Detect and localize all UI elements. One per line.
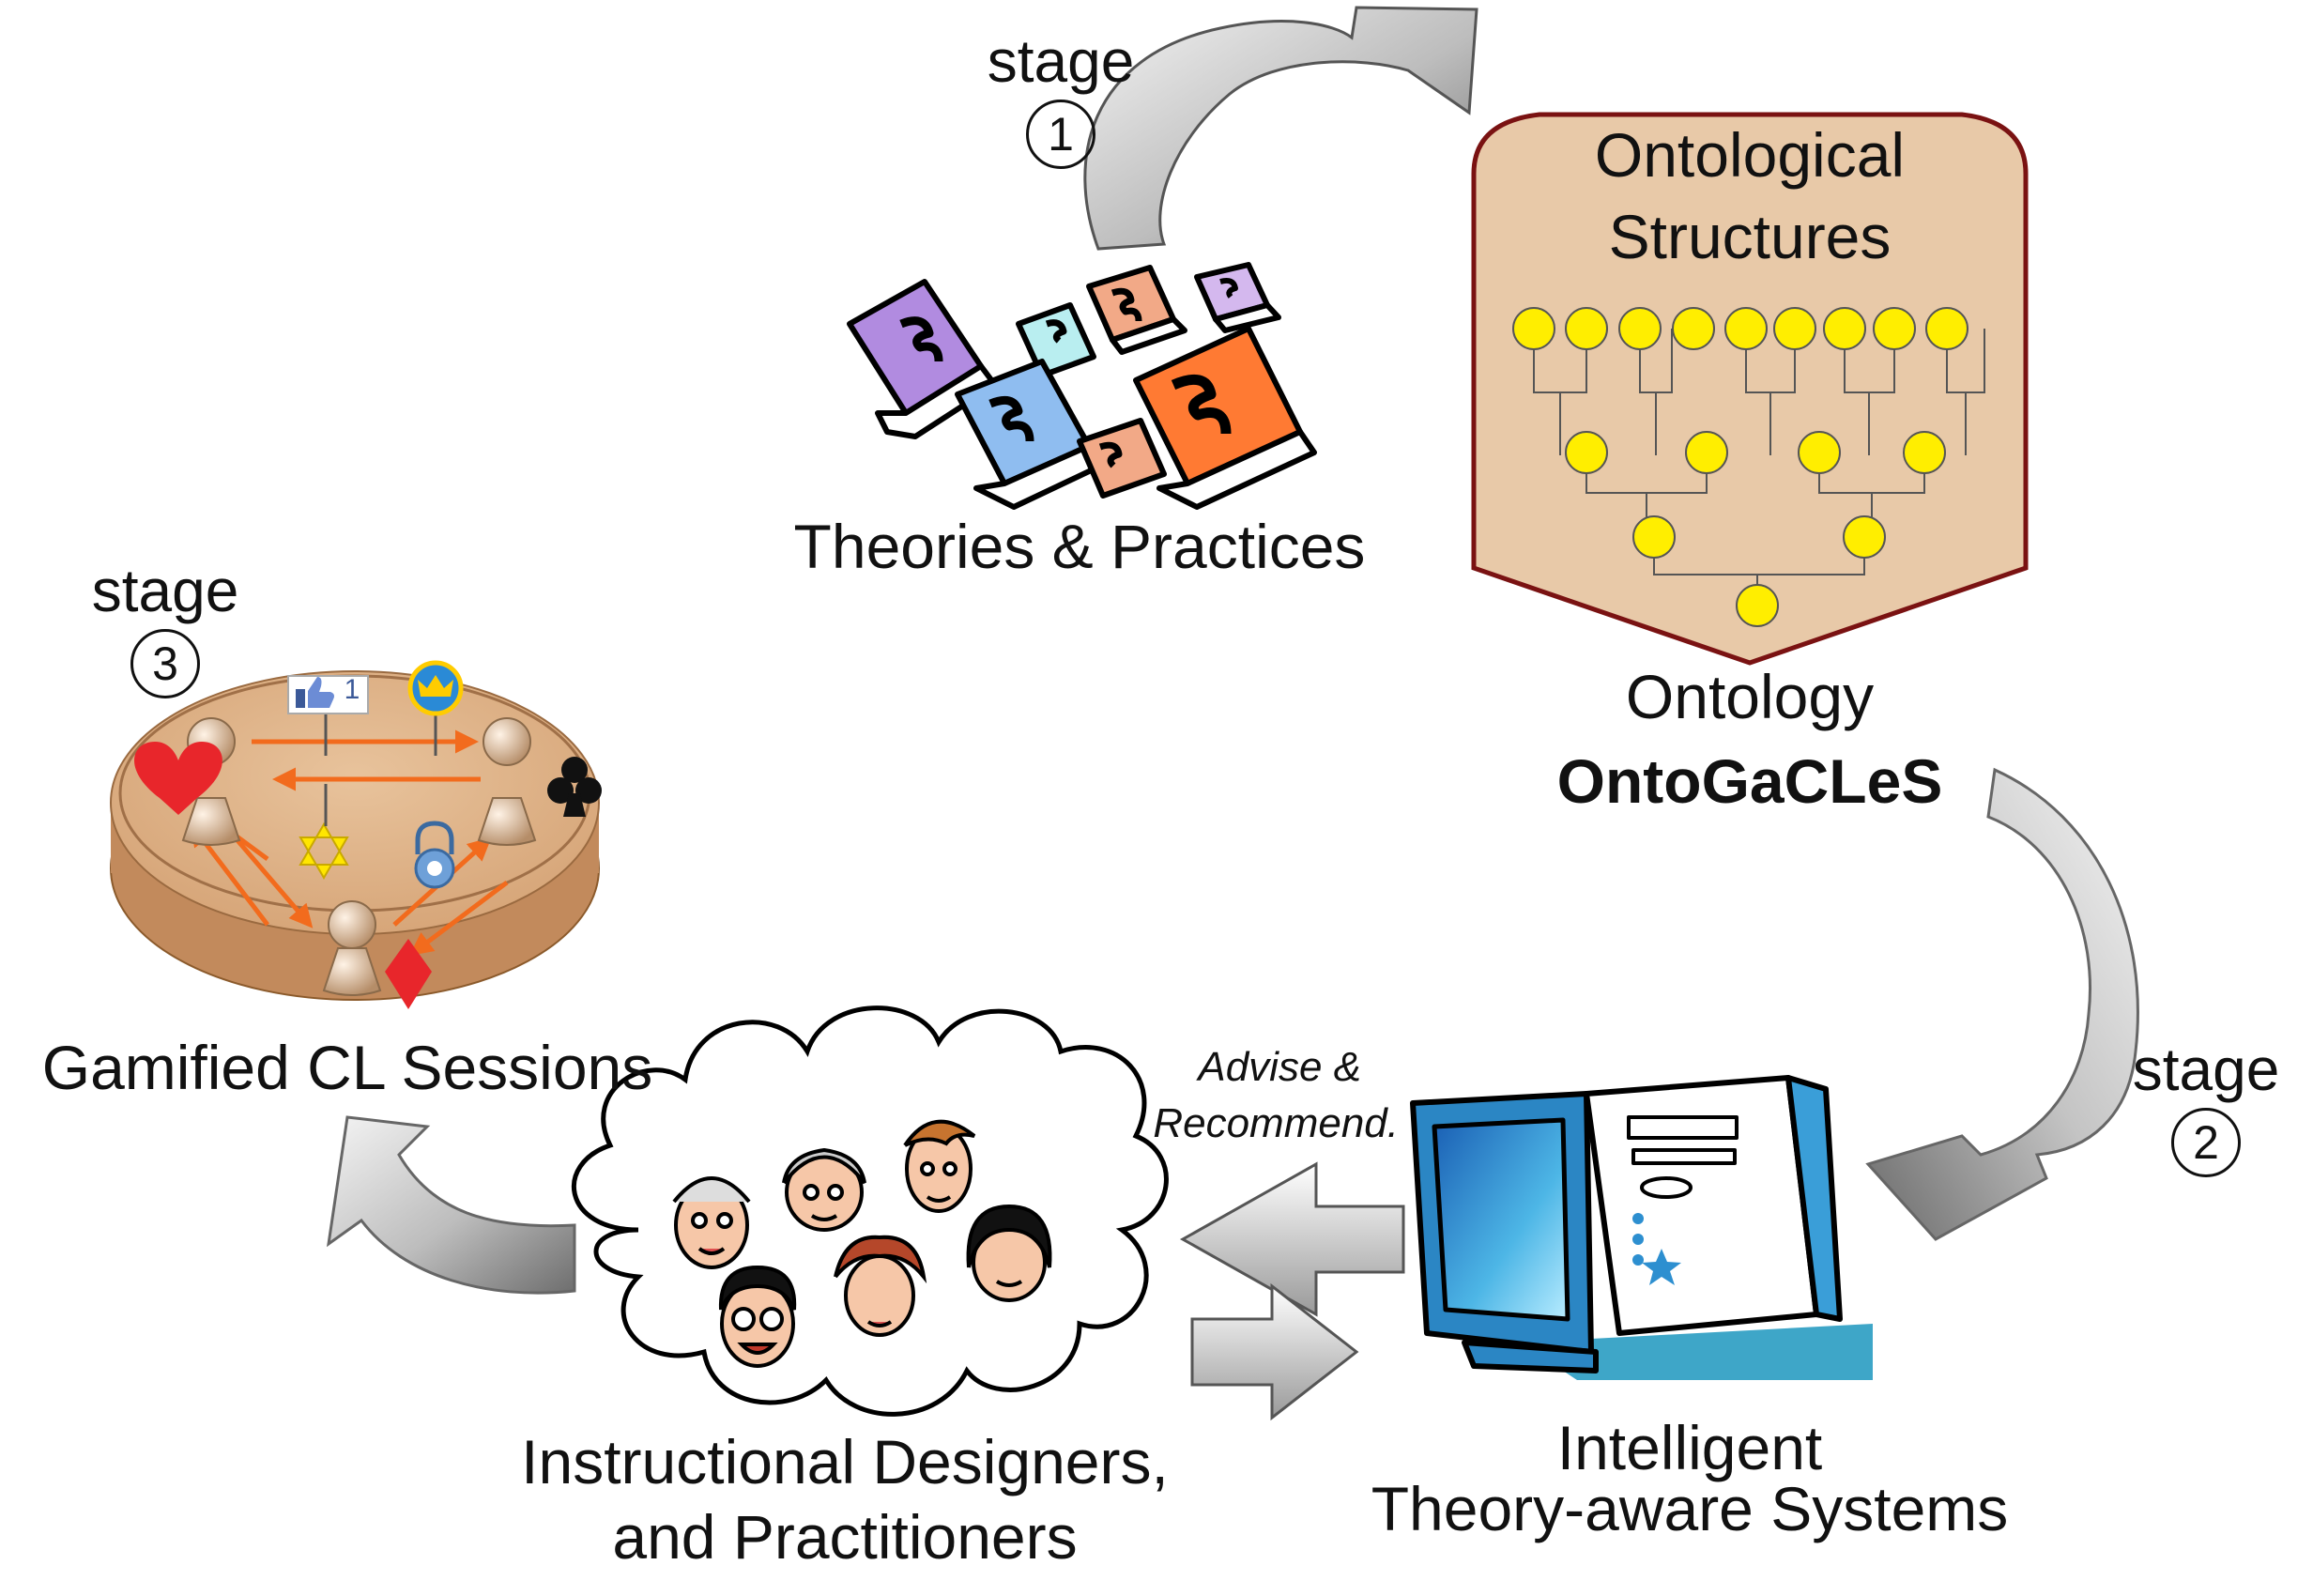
designers-label-line1: Instructional Designers, — [521, 1427, 1169, 1496]
gamified-pawns — [181, 717, 537, 996]
stage-2-label: stage 2 — [2122, 1035, 2290, 1177]
stage-number-circle: 3 — [130, 629, 200, 698]
gamified-icons — [134, 660, 602, 1009]
crown-badge-icon — [407, 660, 464, 756]
stage-word: stage — [987, 27, 1135, 95]
books-illustration — [847, 262, 1317, 510]
like-badge-icon — [287, 675, 369, 756]
ontology-tree-nodes — [1512, 307, 1968, 627]
like-count: 1 — [344, 674, 360, 705]
stage2-curved-arrow — [1865, 767, 2139, 1241]
systems-label-line2: Theory-aware Systems — [1371, 1474, 2009, 1543]
heart-icon — [134, 742, 222, 815]
stage-word: stage — [2132, 1036, 2280, 1103]
arrow-to-designers — [1179, 1161, 1405, 1317]
designers-label-line2: and Practitioners — [612, 1502, 1078, 1572]
advise-label-line2: Recommend. — [1153, 1100, 1399, 1146]
gamified-sessions-label: Gamified CL Sessions — [41, 1033, 653, 1102]
ontogacles-caption: OntoGaCLeS — [1556, 746, 1943, 816]
arrow-to-systems — [1190, 1282, 1359, 1421]
ontology-panel-title-line1: Ontological — [1594, 120, 1906, 190]
advise-label-line1: Advise & — [1198, 1044, 1361, 1090]
ontology-caption: Ontology — [1625, 662, 1875, 731]
lock-icon — [414, 821, 455, 889]
club-icon — [547, 757, 602, 817]
systems-label-line1: Intelligent — [1556, 1413, 1823, 1482]
stage-word: stage — [91, 557, 239, 624]
stage-number-circle: 1 — [1026, 100, 1095, 169]
star-of-david-icon — [299, 822, 349, 880]
designer-faces — [672, 1119, 1052, 1368]
stage-number-circle: 2 — [2171, 1108, 2241, 1177]
ontology-panel — [1471, 112, 2029, 666]
stage-1-label: stage 1 — [976, 26, 1145, 169]
theories-practices-label: Theories & Practices — [793, 512, 1366, 581]
computer-illustration — [1410, 1075, 1873, 1380]
stage-3-label: stage 3 — [81, 556, 250, 698]
diamond-icon — [385, 939, 432, 1009]
stage3-curved-arrow — [326, 1115, 576, 1295]
stage1-curved-arrow — [1083, 6, 1478, 251]
ontology-panel-title-line2: Structures — [1608, 202, 1892, 271]
